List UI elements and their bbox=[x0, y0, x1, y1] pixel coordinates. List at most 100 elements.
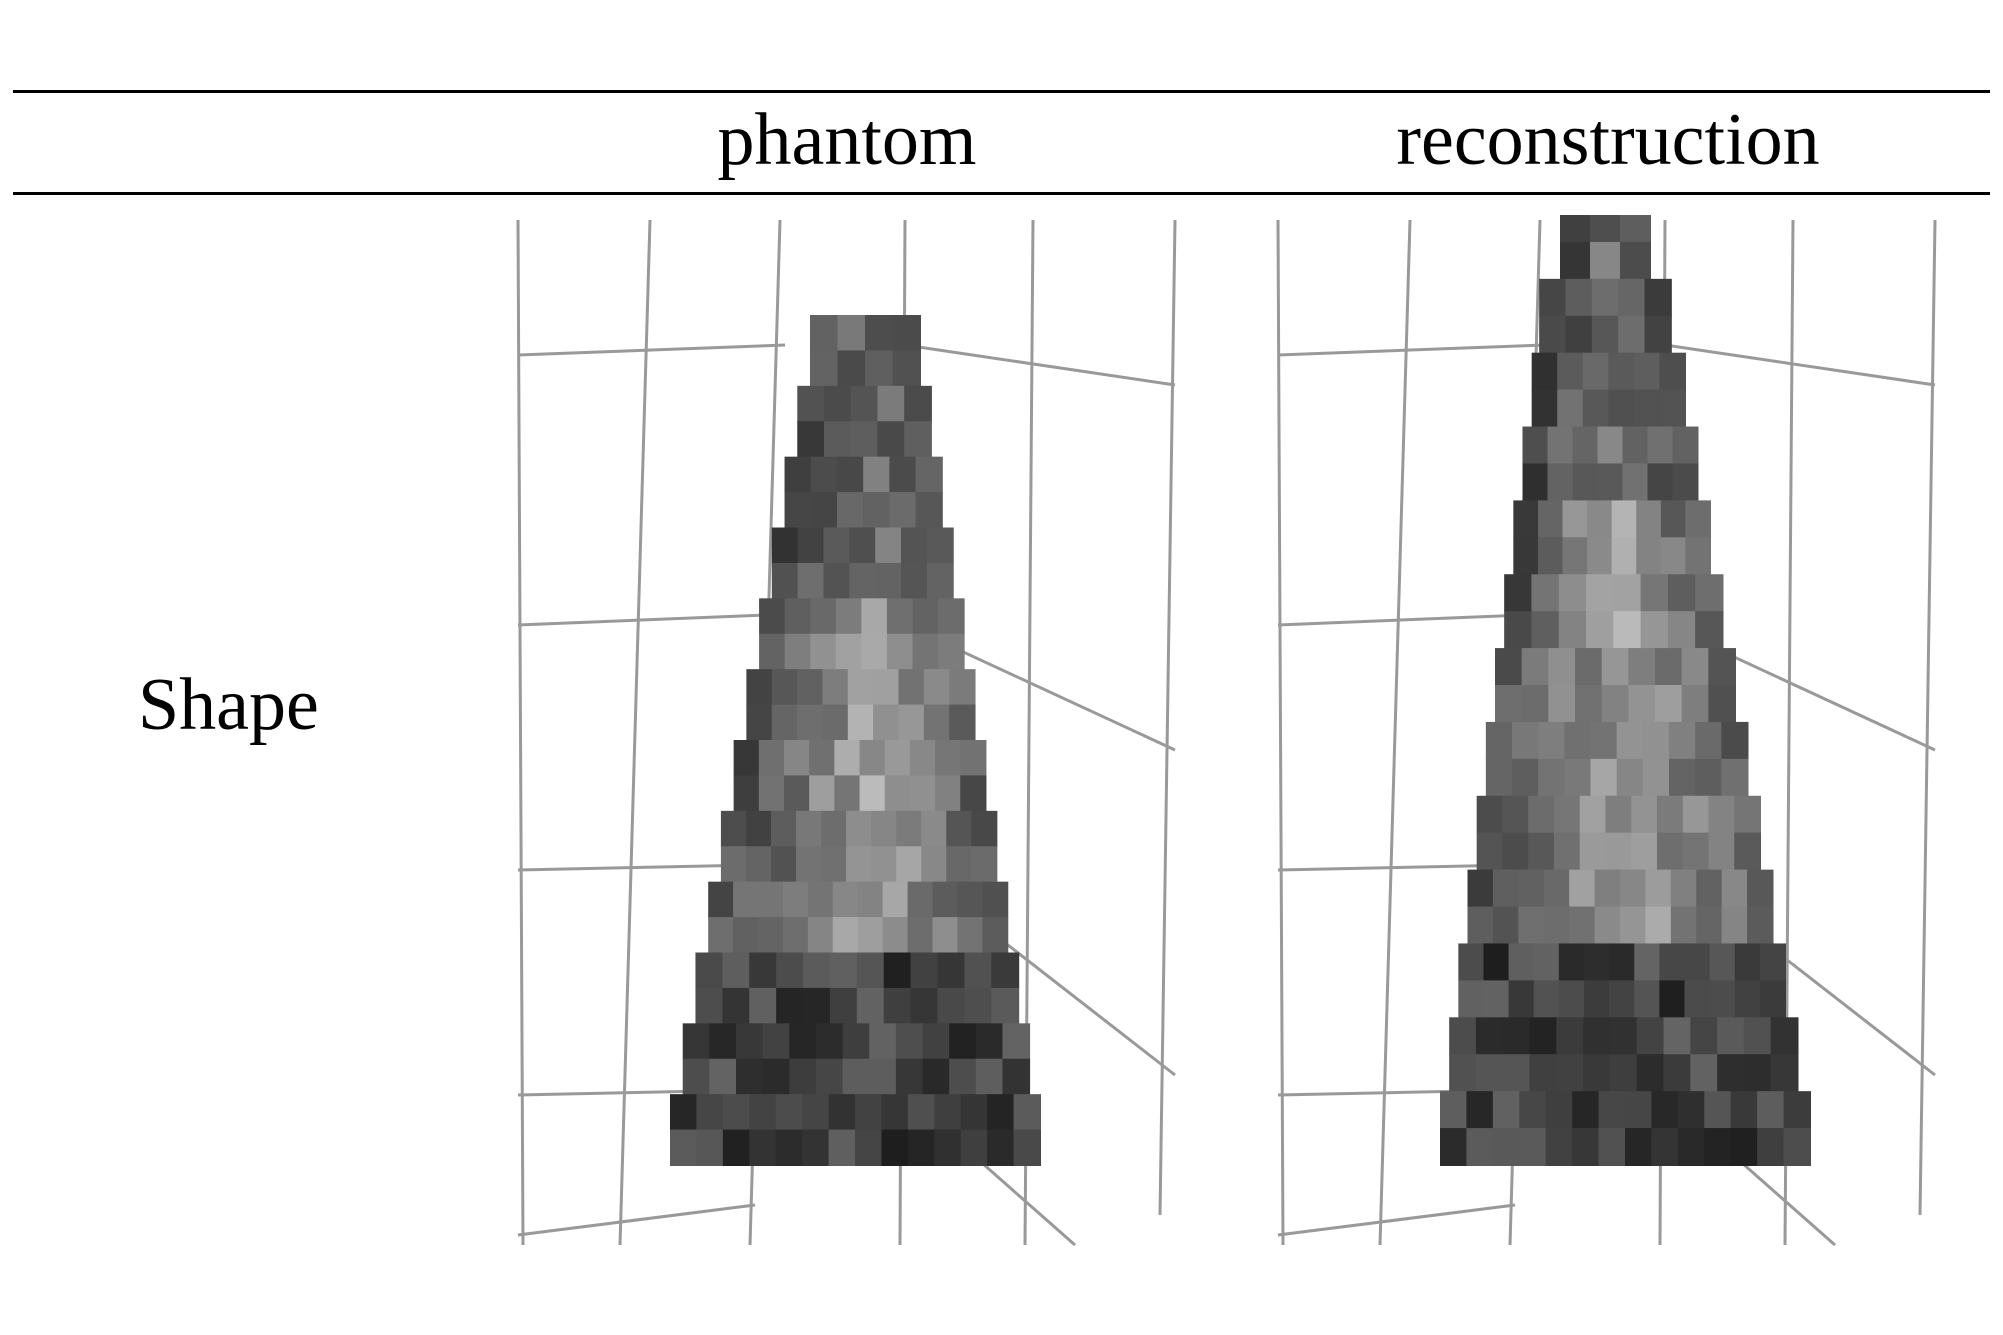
voxel bbox=[1695, 721, 1723, 760]
voxel bbox=[1579, 795, 1607, 834]
voxel bbox=[1586, 611, 1615, 650]
voxel bbox=[1659, 389, 1686, 428]
voxel bbox=[1672, 463, 1699, 502]
voxel bbox=[901, 562, 928, 600]
voxel bbox=[1605, 795, 1633, 834]
voxel bbox=[884, 740, 911, 777]
voxel bbox=[1529, 1017, 1558, 1056]
voxel bbox=[1564, 721, 1592, 760]
voxel bbox=[1645, 906, 1672, 945]
voxel bbox=[733, 775, 760, 812]
voxel bbox=[810, 633, 837, 671]
voxel bbox=[991, 987, 1020, 1025]
voxel bbox=[1681, 648, 1710, 686]
voxel bbox=[1557, 389, 1584, 428]
voxel bbox=[881, 1094, 909, 1131]
voxel bbox=[823, 562, 851, 600]
voxel bbox=[949, 669, 976, 706]
voxel bbox=[733, 881, 760, 919]
voxel bbox=[1458, 980, 1485, 1019]
voxel bbox=[682, 1058, 711, 1096]
voxel bbox=[1609, 980, 1636, 1019]
voxel bbox=[892, 350, 921, 387]
voxel bbox=[1475, 1054, 1504, 1093]
voxel bbox=[1558, 980, 1585, 1019]
voxel bbox=[1640, 574, 1669, 613]
voxel bbox=[709, 1058, 738, 1096]
voxel bbox=[1642, 758, 1670, 797]
voxel bbox=[1560, 241, 1591, 280]
voxel bbox=[846, 846, 873, 883]
grid-line bbox=[517, 343, 786, 357]
voxel bbox=[960, 1094, 989, 1131]
voxel bbox=[1696, 906, 1723, 945]
voxel bbox=[797, 669, 824, 706]
voxel bbox=[1590, 721, 1618, 760]
voxel bbox=[1634, 943, 1661, 982]
voxel bbox=[1616, 721, 1644, 760]
voxel bbox=[910, 952, 939, 989]
voxel bbox=[746, 704, 773, 741]
voxel bbox=[875, 562, 903, 600]
voxel bbox=[1594, 906, 1621, 945]
voxel bbox=[758, 917, 784, 954]
voxel bbox=[789, 1058, 817, 1096]
voxel bbox=[1670, 869, 1698, 908]
voxel bbox=[771, 562, 799, 600]
voxel bbox=[771, 669, 799, 706]
voxel bbox=[1667, 611, 1697, 650]
voxel bbox=[835, 598, 863, 635]
voxel bbox=[1655, 685, 1683, 723]
voxel bbox=[797, 385, 825, 423]
voxel bbox=[758, 775, 785, 812]
voxel bbox=[1616, 758, 1644, 797]
voxel bbox=[1553, 795, 1581, 834]
voxel bbox=[1533, 980, 1560, 1019]
voxel bbox=[1743, 1017, 1772, 1056]
voxel bbox=[1513, 500, 1539, 539]
voxel bbox=[810, 315, 839, 352]
voxel bbox=[882, 917, 909, 954]
voxel bbox=[745, 810, 772, 848]
voxel bbox=[1609, 1017, 1638, 1056]
voxel bbox=[1656, 795, 1684, 834]
voxel bbox=[797, 421, 825, 458]
voxel bbox=[1476, 832, 1504, 871]
voxel bbox=[1708, 648, 1736, 686]
voxel bbox=[859, 740, 886, 777]
grid-line bbox=[517, 1203, 756, 1237]
voxel bbox=[784, 740, 811, 777]
voxel bbox=[1783, 1128, 1811, 1166]
voxel bbox=[960, 740, 987, 777]
voxel bbox=[1529, 1054, 1558, 1093]
voxel bbox=[964, 952, 993, 989]
voxel bbox=[871, 846, 898, 883]
grid-line bbox=[1378, 219, 1412, 1246]
voxel bbox=[1558, 574, 1588, 613]
voxel bbox=[1572, 1091, 1600, 1130]
voxel bbox=[1636, 537, 1662, 576]
voxel bbox=[782, 881, 809, 919]
voxel bbox=[1466, 1128, 1494, 1166]
voxel bbox=[1583, 1017, 1611, 1056]
voxel bbox=[1636, 1017, 1665, 1056]
voxel bbox=[987, 1129, 1015, 1166]
voxel bbox=[1556, 1017, 1585, 1056]
voxel bbox=[877, 421, 906, 458]
voxel bbox=[797, 562, 825, 600]
voxel bbox=[770, 846, 798, 883]
voxel bbox=[1677, 1128, 1706, 1166]
voxel bbox=[1565, 278, 1593, 317]
voxel bbox=[1466, 1091, 1494, 1130]
voxel bbox=[1564, 758, 1592, 797]
voxel bbox=[1002, 1023, 1031, 1060]
voxel bbox=[991, 952, 1020, 989]
voxel bbox=[797, 704, 824, 741]
grid-line bbox=[1664, 343, 1936, 387]
voxel bbox=[759, 633, 786, 671]
voxel bbox=[1682, 795, 1710, 834]
voxel bbox=[722, 1129, 751, 1166]
voxel bbox=[1483, 980, 1510, 1019]
voxel bbox=[1622, 463, 1649, 502]
voxel bbox=[935, 775, 962, 812]
